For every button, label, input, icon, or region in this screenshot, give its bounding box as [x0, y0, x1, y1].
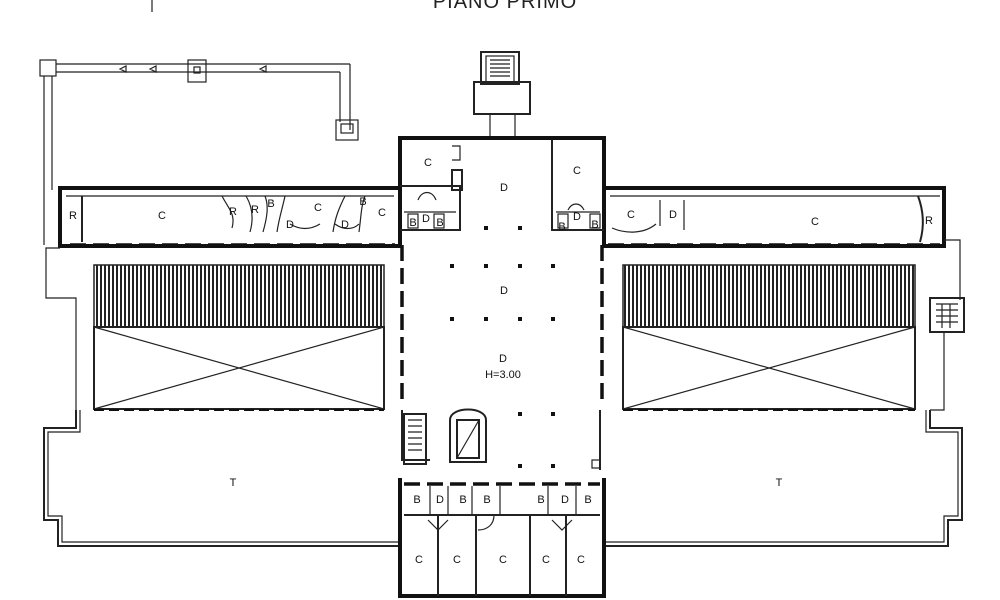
height-annotation: H=3.00	[485, 369, 521, 381]
outer-wall-left	[43, 247, 398, 547]
room-label: C	[314, 202, 322, 214]
room-label: D	[286, 219, 294, 231]
room-label: C	[378, 207, 386, 219]
room-label: B	[413, 494, 420, 506]
room-label: R	[69, 210, 77, 222]
room-label: T	[230, 477, 237, 489]
north-wing-left	[58, 186, 402, 248]
skylight-left	[93, 264, 385, 411]
top-stair-tower	[473, 51, 531, 136]
room-label: C	[811, 216, 819, 228]
outer-wall-right	[604, 239, 965, 547]
central-block	[398, 136, 606, 470]
room-label: C	[424, 157, 432, 169]
hall-columns	[450, 226, 555, 468]
room-label: D	[669, 209, 677, 221]
room-label: C	[542, 554, 550, 566]
room-label: D	[422, 213, 430, 225]
room-label: B	[537, 494, 544, 506]
room-label: D	[499, 353, 507, 365]
room-label: R	[229, 206, 237, 218]
south-block	[398, 478, 606, 598]
room-label: B	[591, 219, 598, 231]
room-label: C	[577, 554, 585, 566]
room-label: B	[409, 217, 416, 229]
plan-title: PIANO PRIMO	[433, 0, 577, 13]
room-label: D	[436, 494, 444, 506]
room-label: D	[500, 182, 508, 194]
room-label: C	[573, 165, 581, 177]
room-label: D	[573, 211, 581, 223]
duct-run	[39, 59, 359, 245]
room-label: B	[359, 196, 366, 208]
room-label: T	[776, 477, 783, 489]
room-label: C	[453, 554, 461, 566]
room-label: C	[415, 554, 423, 566]
room-label: B	[483, 494, 490, 506]
room-label: B	[267, 198, 274, 210]
room-label: R	[925, 215, 933, 227]
room-label: D	[500, 285, 508, 297]
room-label: B	[558, 221, 565, 233]
room-label: C	[499, 554, 507, 566]
skylight-right	[622, 264, 916, 411]
room-label: D	[561, 494, 569, 506]
room-label: C	[158, 210, 166, 222]
room-label: B	[436, 217, 443, 229]
room-labels: R C R R B D C B D C C B D B D C B D B C …	[69, 157, 933, 566]
north-wing-right	[602, 186, 946, 248]
room-label: B	[459, 494, 466, 506]
room-label: B	[584, 494, 591, 506]
room-label: R	[251, 204, 259, 216]
room-label: D	[341, 219, 349, 231]
room-label: C	[627, 209, 635, 221]
